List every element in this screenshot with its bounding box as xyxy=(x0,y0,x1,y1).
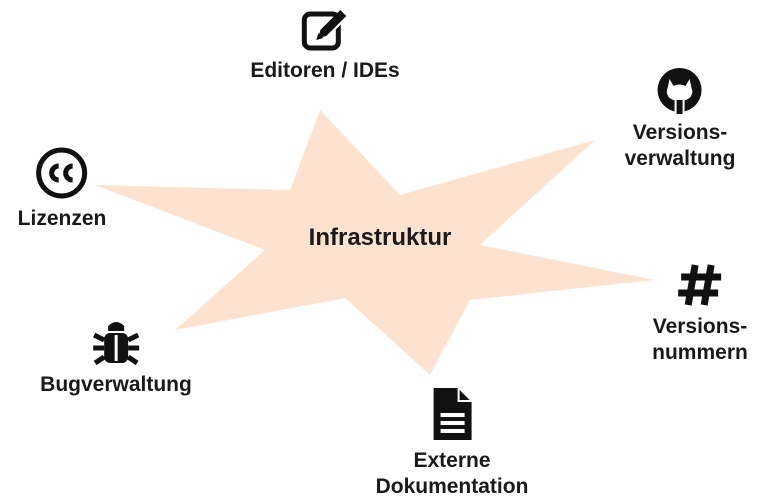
edit-icon xyxy=(301,10,346,51)
hashtag-icon xyxy=(678,264,721,306)
node-version-numbers-label-2: nummern xyxy=(652,341,748,364)
node-licenses-label: Lizenzen xyxy=(17,207,107,230)
node-version-control: Versions- verwaltung xyxy=(624,66,736,172)
node-bug-tracking: Bugverwaltung xyxy=(40,318,192,398)
node-version-control-label-2: verwaltung xyxy=(624,147,736,170)
node-external-docs-label-1: Externe xyxy=(413,449,491,472)
bug-icon xyxy=(92,322,140,366)
node-bug-tracking-label: Bugverwaltung xyxy=(40,373,192,396)
central-topic: Infrastruktur xyxy=(308,224,452,251)
node-version-numbers: Versions- nummern xyxy=(652,262,748,366)
node-editors: Editoren / IDEs xyxy=(250,8,400,84)
github-icon xyxy=(657,68,702,114)
document-icon xyxy=(434,388,472,440)
node-external-docs-label-2: Dokumentation xyxy=(375,475,529,498)
creative-commons-icon xyxy=(36,147,88,199)
node-external-docs: Externe Dokumentation xyxy=(375,386,529,500)
star-fill xyxy=(95,110,655,375)
node-version-control-label-1: Versions- xyxy=(632,121,728,144)
node-licenses: Lizenzen xyxy=(17,146,107,232)
node-version-numbers-label-1: Versions- xyxy=(652,315,748,338)
node-editors-label: Editoren / IDEs xyxy=(250,59,400,82)
